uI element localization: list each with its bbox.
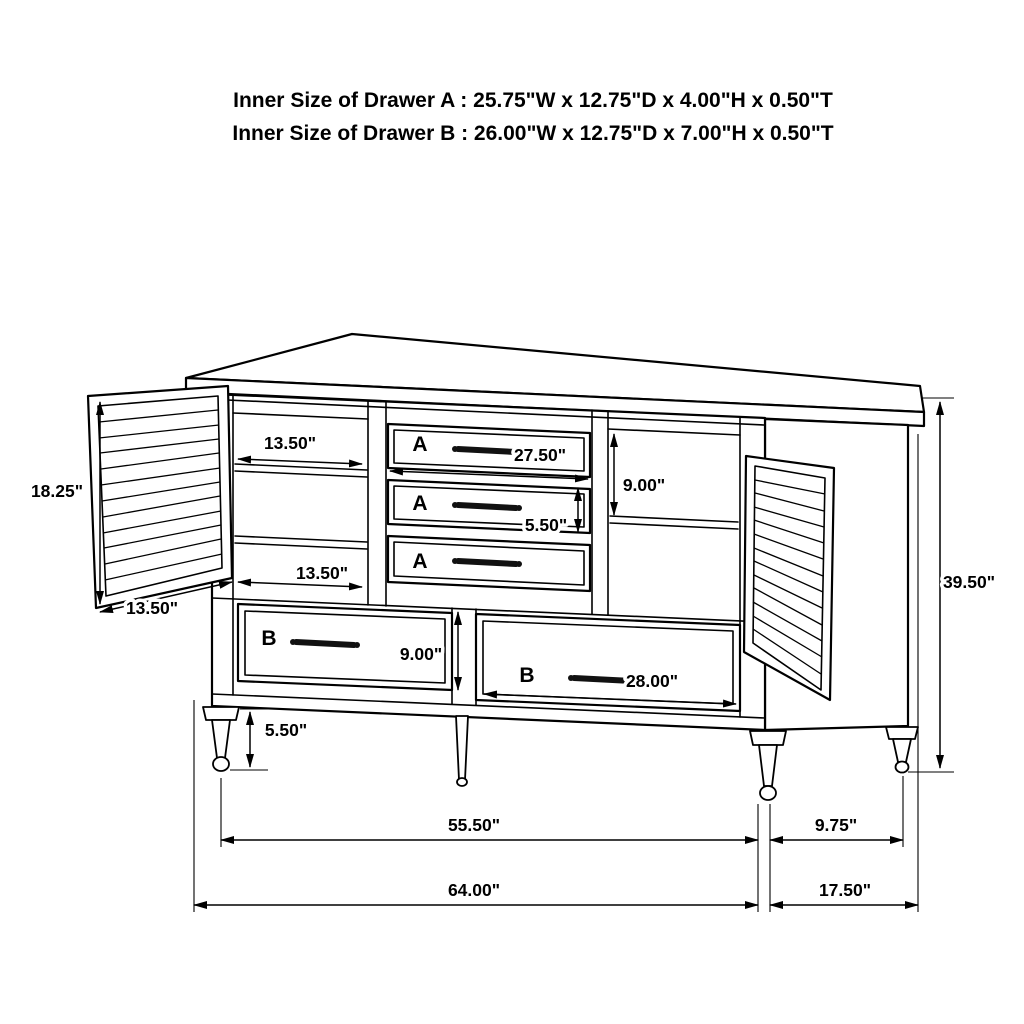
dim-drawer-b-width: 28.00" xyxy=(483,668,737,708)
drawer-a-3-label: A xyxy=(412,550,427,573)
drawer-b-left: B xyxy=(236,602,454,692)
dim-right-shelf-height-label: 9.00" xyxy=(623,475,665,495)
right-door-frame xyxy=(752,465,826,691)
dim-leg-height: 5.50" xyxy=(230,708,311,771)
drawer-a-1-handle xyxy=(452,446,522,455)
dim-door-width: 13.50" xyxy=(99,580,233,622)
drawer-b-left-label: B xyxy=(261,627,276,650)
dim-overall-depth: 17.50" xyxy=(769,877,919,909)
front-left-leg xyxy=(202,706,240,772)
rear-right-leg xyxy=(885,726,919,774)
left-louver-door xyxy=(86,384,234,610)
title-line-2: Inner Size of Drawer B : 26.00"W x 12.75… xyxy=(232,122,833,145)
dim-door-height: 18.25" xyxy=(27,401,104,605)
dim-leg-depth-offset: 9.75" xyxy=(769,812,904,844)
dim-door-width-label: 13.50" xyxy=(126,598,178,618)
extension-lines xyxy=(193,434,919,912)
dim-drawer-b-height-label: 9.00" xyxy=(400,644,442,664)
drawer-a-2-bevel xyxy=(393,485,585,528)
dim-shelf-bottom-width: 13.50" xyxy=(237,560,363,591)
dim-overall-width-label: 64.00" xyxy=(448,880,500,900)
dim-drawer-a-width: 27.50" xyxy=(389,442,589,483)
drawer-b-left-handle xyxy=(290,639,360,648)
dim-right-shelf-height: 9.00" xyxy=(610,433,669,516)
dim-door-height-label: 18.25" xyxy=(31,481,83,501)
front-right-leg xyxy=(749,730,787,801)
dim-leg-depth-offset-label: 9.75" xyxy=(815,815,857,835)
dim-drawer-a-width-label: 27.50" xyxy=(514,445,566,465)
right-louver-door xyxy=(742,454,836,702)
drawer-a-3: A xyxy=(386,534,592,593)
drawer-b-right: B xyxy=(474,612,742,713)
dim-drawer-b-width-label: 28.00" xyxy=(626,671,678,691)
dim-leg-height-label: 5.50" xyxy=(265,720,307,740)
drawer-a-2-label: A xyxy=(412,492,427,515)
drawer-b-right-label: B xyxy=(519,664,534,687)
dim-leg-span-width: 55.50" xyxy=(220,812,759,844)
drawer-b-right-front xyxy=(474,612,742,713)
center-leg xyxy=(455,715,469,787)
dim-drawer-a-height-label: 5.50" xyxy=(525,515,567,535)
drawer-a-2-handle xyxy=(452,502,522,511)
dim-shelf-bottom-width-label: 13.50" xyxy=(296,563,348,583)
title: Inner Size of Drawer A : 25.75"W x 12.75… xyxy=(232,89,833,145)
drawer-a-3-handle xyxy=(452,558,522,567)
dim-shelf-top-width: 13.50" xyxy=(237,430,363,468)
right-door-louvers xyxy=(752,479,826,675)
dim-drawer-a-height: 5.50" xyxy=(521,487,582,539)
drawer-a-1-label: A xyxy=(412,433,427,456)
right-door-panel xyxy=(742,454,836,702)
drawer-a-3-bevel xyxy=(393,541,585,586)
title-line-1: Inner Size of Drawer A : 25.75"W x 12.75… xyxy=(233,89,833,112)
drawer-a-1: A xyxy=(386,422,592,479)
dim-overall-height: 39.50" xyxy=(908,397,999,773)
drawer-b-right-handle xyxy=(568,675,638,684)
dim-overall-width: 64.00" xyxy=(193,877,759,909)
cabinet-top-edge-band xyxy=(184,376,926,428)
right-shelf xyxy=(609,515,739,530)
drawer-a-2: A xyxy=(386,478,592,535)
dim-drawer-b-height: 9.00" xyxy=(396,611,462,691)
dim-shelf-top-width-label: 13.50" xyxy=(264,433,316,453)
left-door-panel xyxy=(86,384,234,610)
left-door-louvers xyxy=(98,409,223,581)
dim-leg-span-width-label: 55.50" xyxy=(448,815,500,835)
left-shelf-bottom xyxy=(234,535,368,550)
dim-overall-depth-label: 17.50" xyxy=(819,880,871,900)
dim-overall-height-label: 39.50" xyxy=(943,572,995,592)
drawer-b-left-bevel xyxy=(244,610,446,684)
